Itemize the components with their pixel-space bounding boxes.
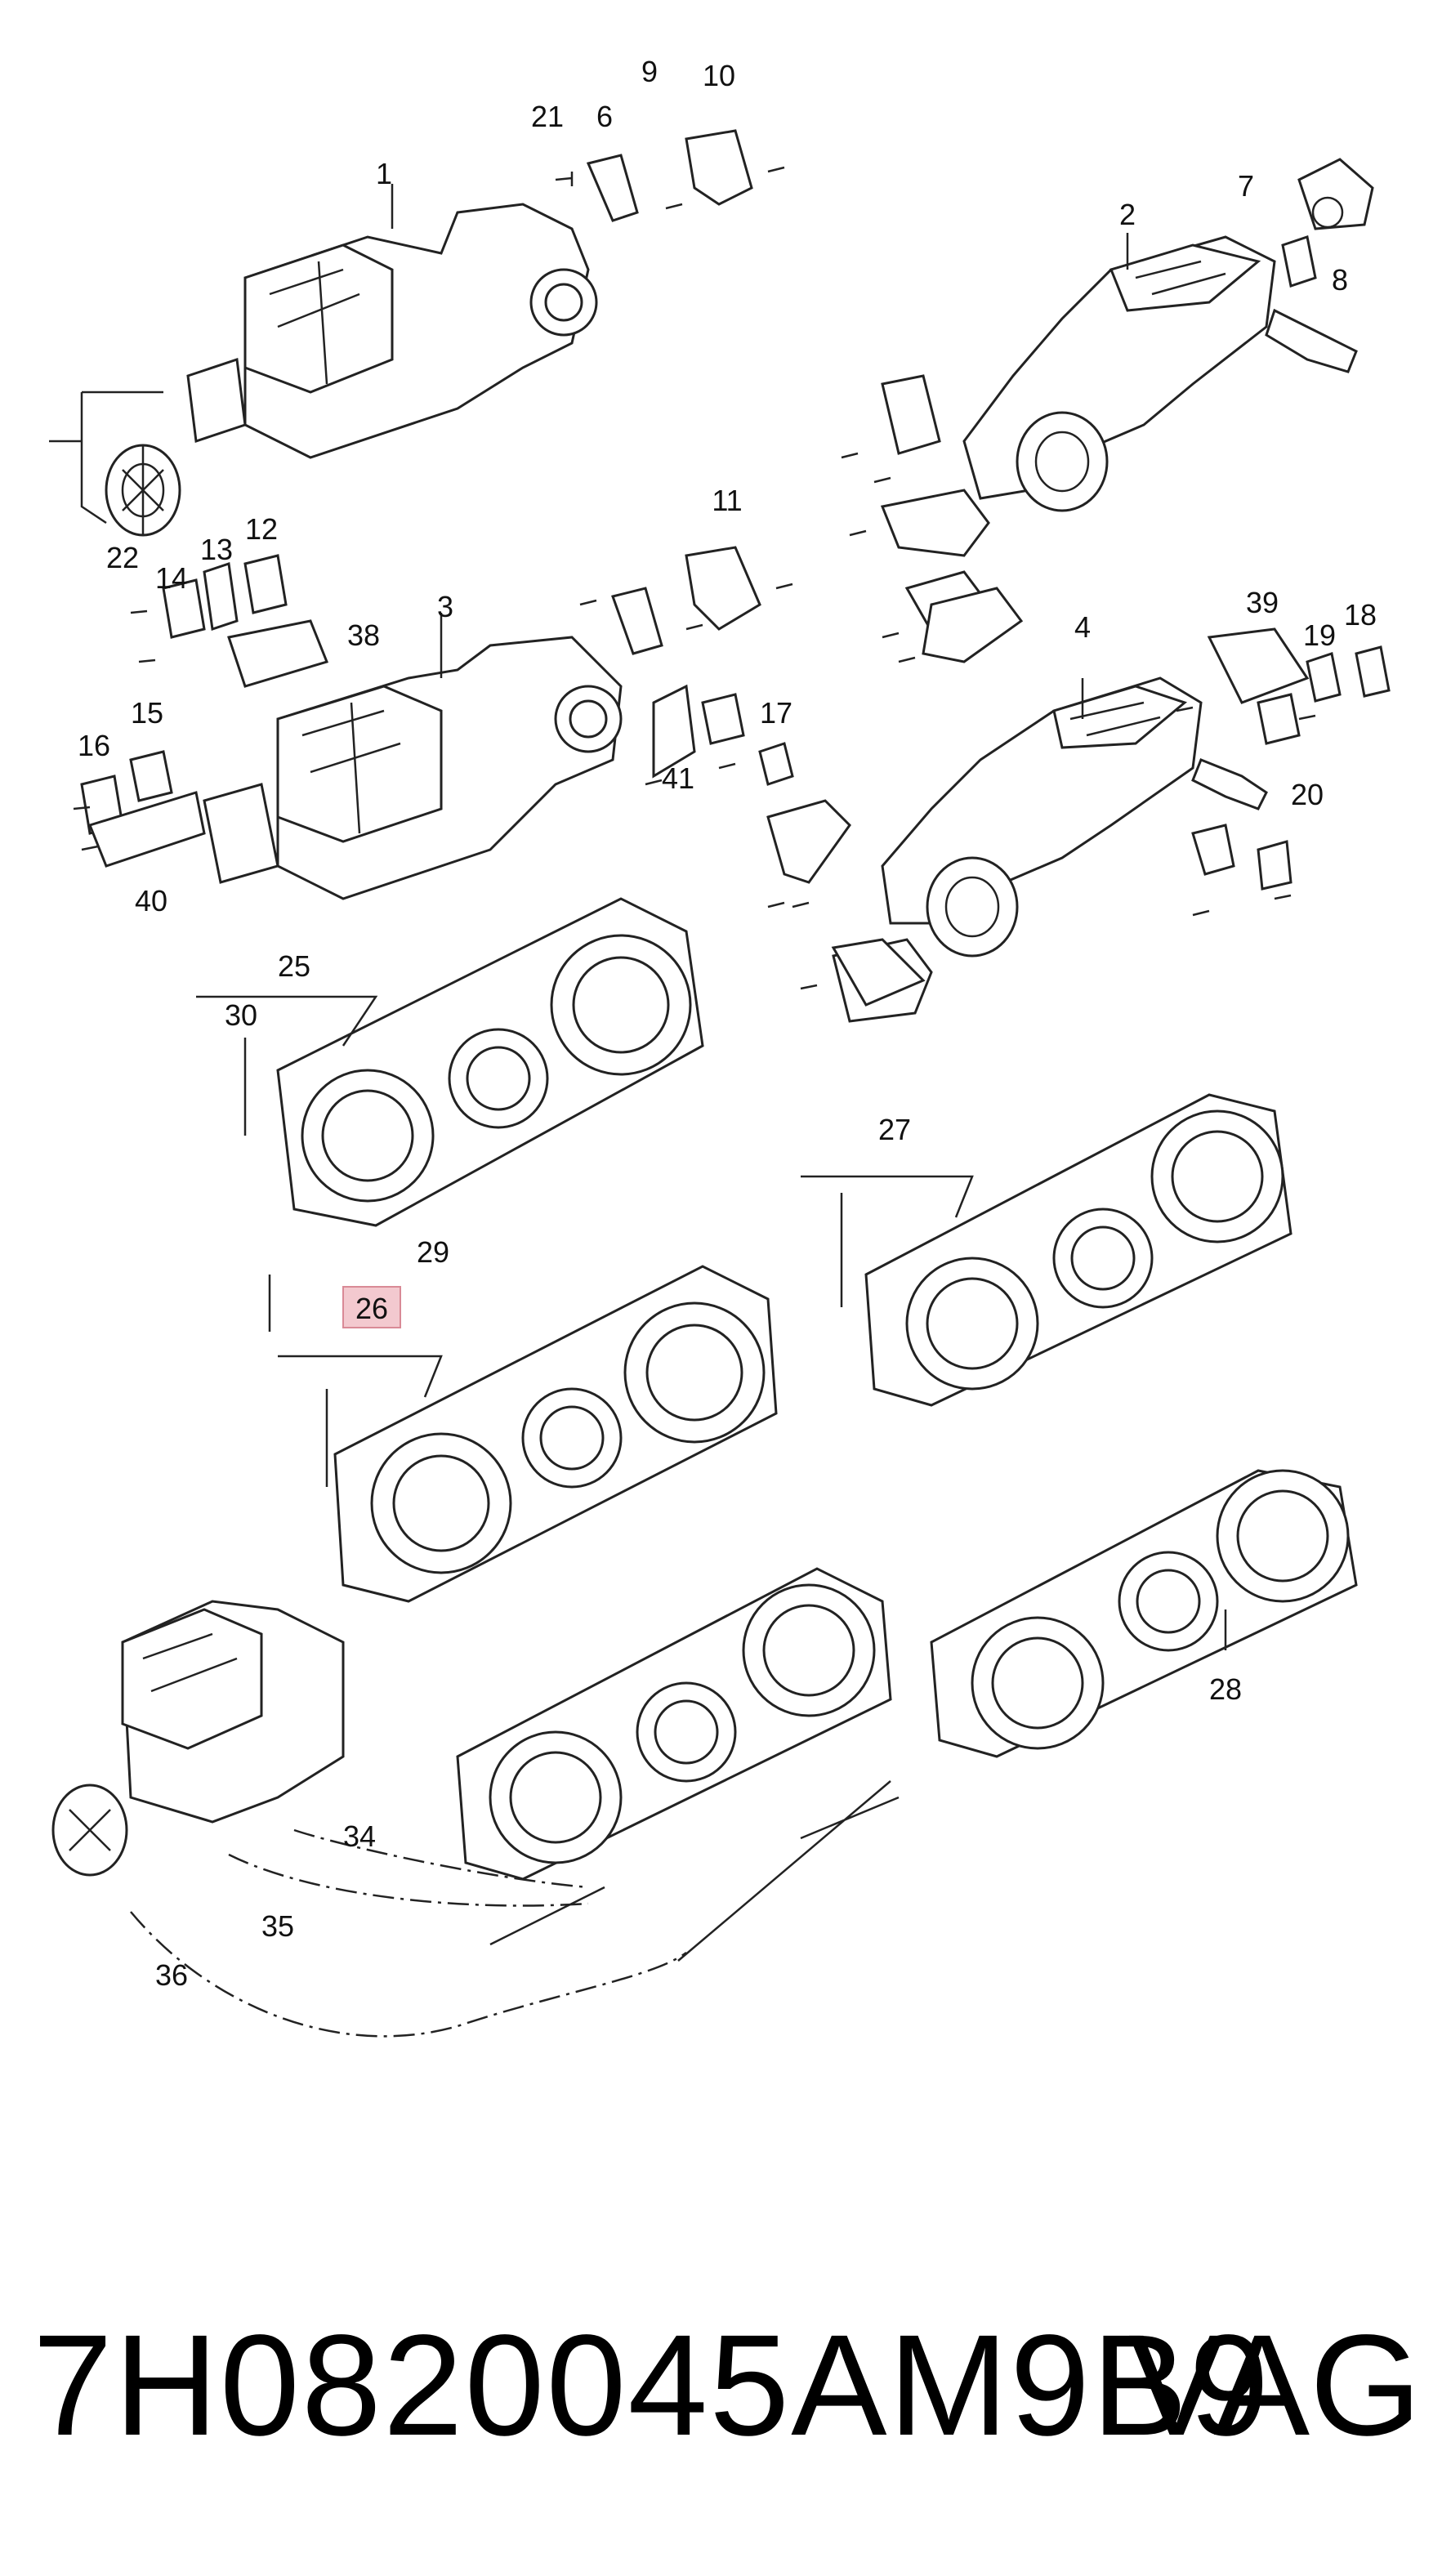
- heater-housing-2: [962, 235, 1358, 512]
- callout-18: 18: [1344, 598, 1377, 632]
- control-panel-26: [333, 1265, 778, 1603]
- callout-3: 3: [437, 590, 453, 623]
- callout-39: 39: [1246, 586, 1279, 619]
- control-panel-28: [930, 1469, 1358, 1758]
- callout-13: 13: [200, 533, 233, 566]
- callout-7: 7: [1238, 169, 1254, 203]
- callout-38: 38: [347, 618, 380, 652]
- callout-10: 10: [703, 59, 735, 92]
- control-panel-25: [276, 897, 704, 1227]
- heater-housing-4: [881, 676, 1268, 958]
- callout-6: 6: [596, 100, 613, 133]
- callout-22: 22: [106, 541, 139, 574]
- screws: [73, 166, 1316, 990]
- small-brackets: [80, 129, 1391, 1023]
- callout-36: 36: [155, 1958, 188, 1992]
- callout-9: 9: [641, 55, 658, 88]
- heater-housing-3: [203, 636, 623, 900]
- callout-19: 19: [1303, 618, 1336, 652]
- callout-15: 15: [131, 696, 163, 730]
- heater-housing-lower: [51, 1600, 345, 1877]
- callout-26: 26: [355, 1292, 388, 1325]
- callout-12: 12: [245, 512, 278, 546]
- brand-name: VAG: [1128, 2306, 1422, 2466]
- callout-2: 2: [1119, 198, 1136, 231]
- control-panel-lower: [456, 1567, 892, 1881]
- part-number: 7H0820045AM9B9: [33, 2306, 1271, 2466]
- callout-29: 29: [417, 1235, 449, 1269]
- callout-21: 21: [531, 100, 564, 133]
- callout-1: 1: [376, 157, 392, 190]
- callout-27: 27: [878, 1113, 911, 1146]
- callout-16: 16: [78, 729, 110, 762]
- callout-11: 11: [712, 484, 742, 517]
- callout-labels: 1 2 3 4 6 7 8 9 10 11 12 13 14 15 16 17 …: [78, 55, 1377, 1992]
- heater-housing-1: [186, 203, 598, 459]
- callout-25: 25: [278, 949, 310, 983]
- control-panel-27: [864, 1093, 1293, 1407]
- callout-14: 14: [155, 561, 188, 595]
- callout-17: 17: [760, 696, 792, 730]
- blower-motor-7: [49, 391, 181, 537]
- callout-4: 4: [1074, 610, 1091, 644]
- parts-diagram: 1 2 3 4 6 7 8 9 10 11 12 13 14 15 16 17 …: [49, 55, 1391, 2038]
- cables: [130, 1780, 900, 2038]
- callout-20: 20: [1291, 778, 1324, 811]
- leader-lines: [196, 184, 1227, 1650]
- callout-30: 30: [225, 998, 257, 1032]
- callout-35: 35: [261, 1909, 294, 1943]
- callout-34: 34: [343, 1819, 376, 1853]
- callout-26-highlight: 26: [342, 1286, 401, 1328]
- callout-41: 41: [662, 761, 694, 795]
- callout-40: 40: [135, 884, 167, 917]
- servo-motor-7: [1281, 158, 1374, 288]
- footer: 7H0820045AM9B9 VAG: [33, 2304, 1422, 2467]
- callout-8: 8: [1332, 263, 1348, 297]
- callout-28: 28: [1209, 1672, 1242, 1706]
